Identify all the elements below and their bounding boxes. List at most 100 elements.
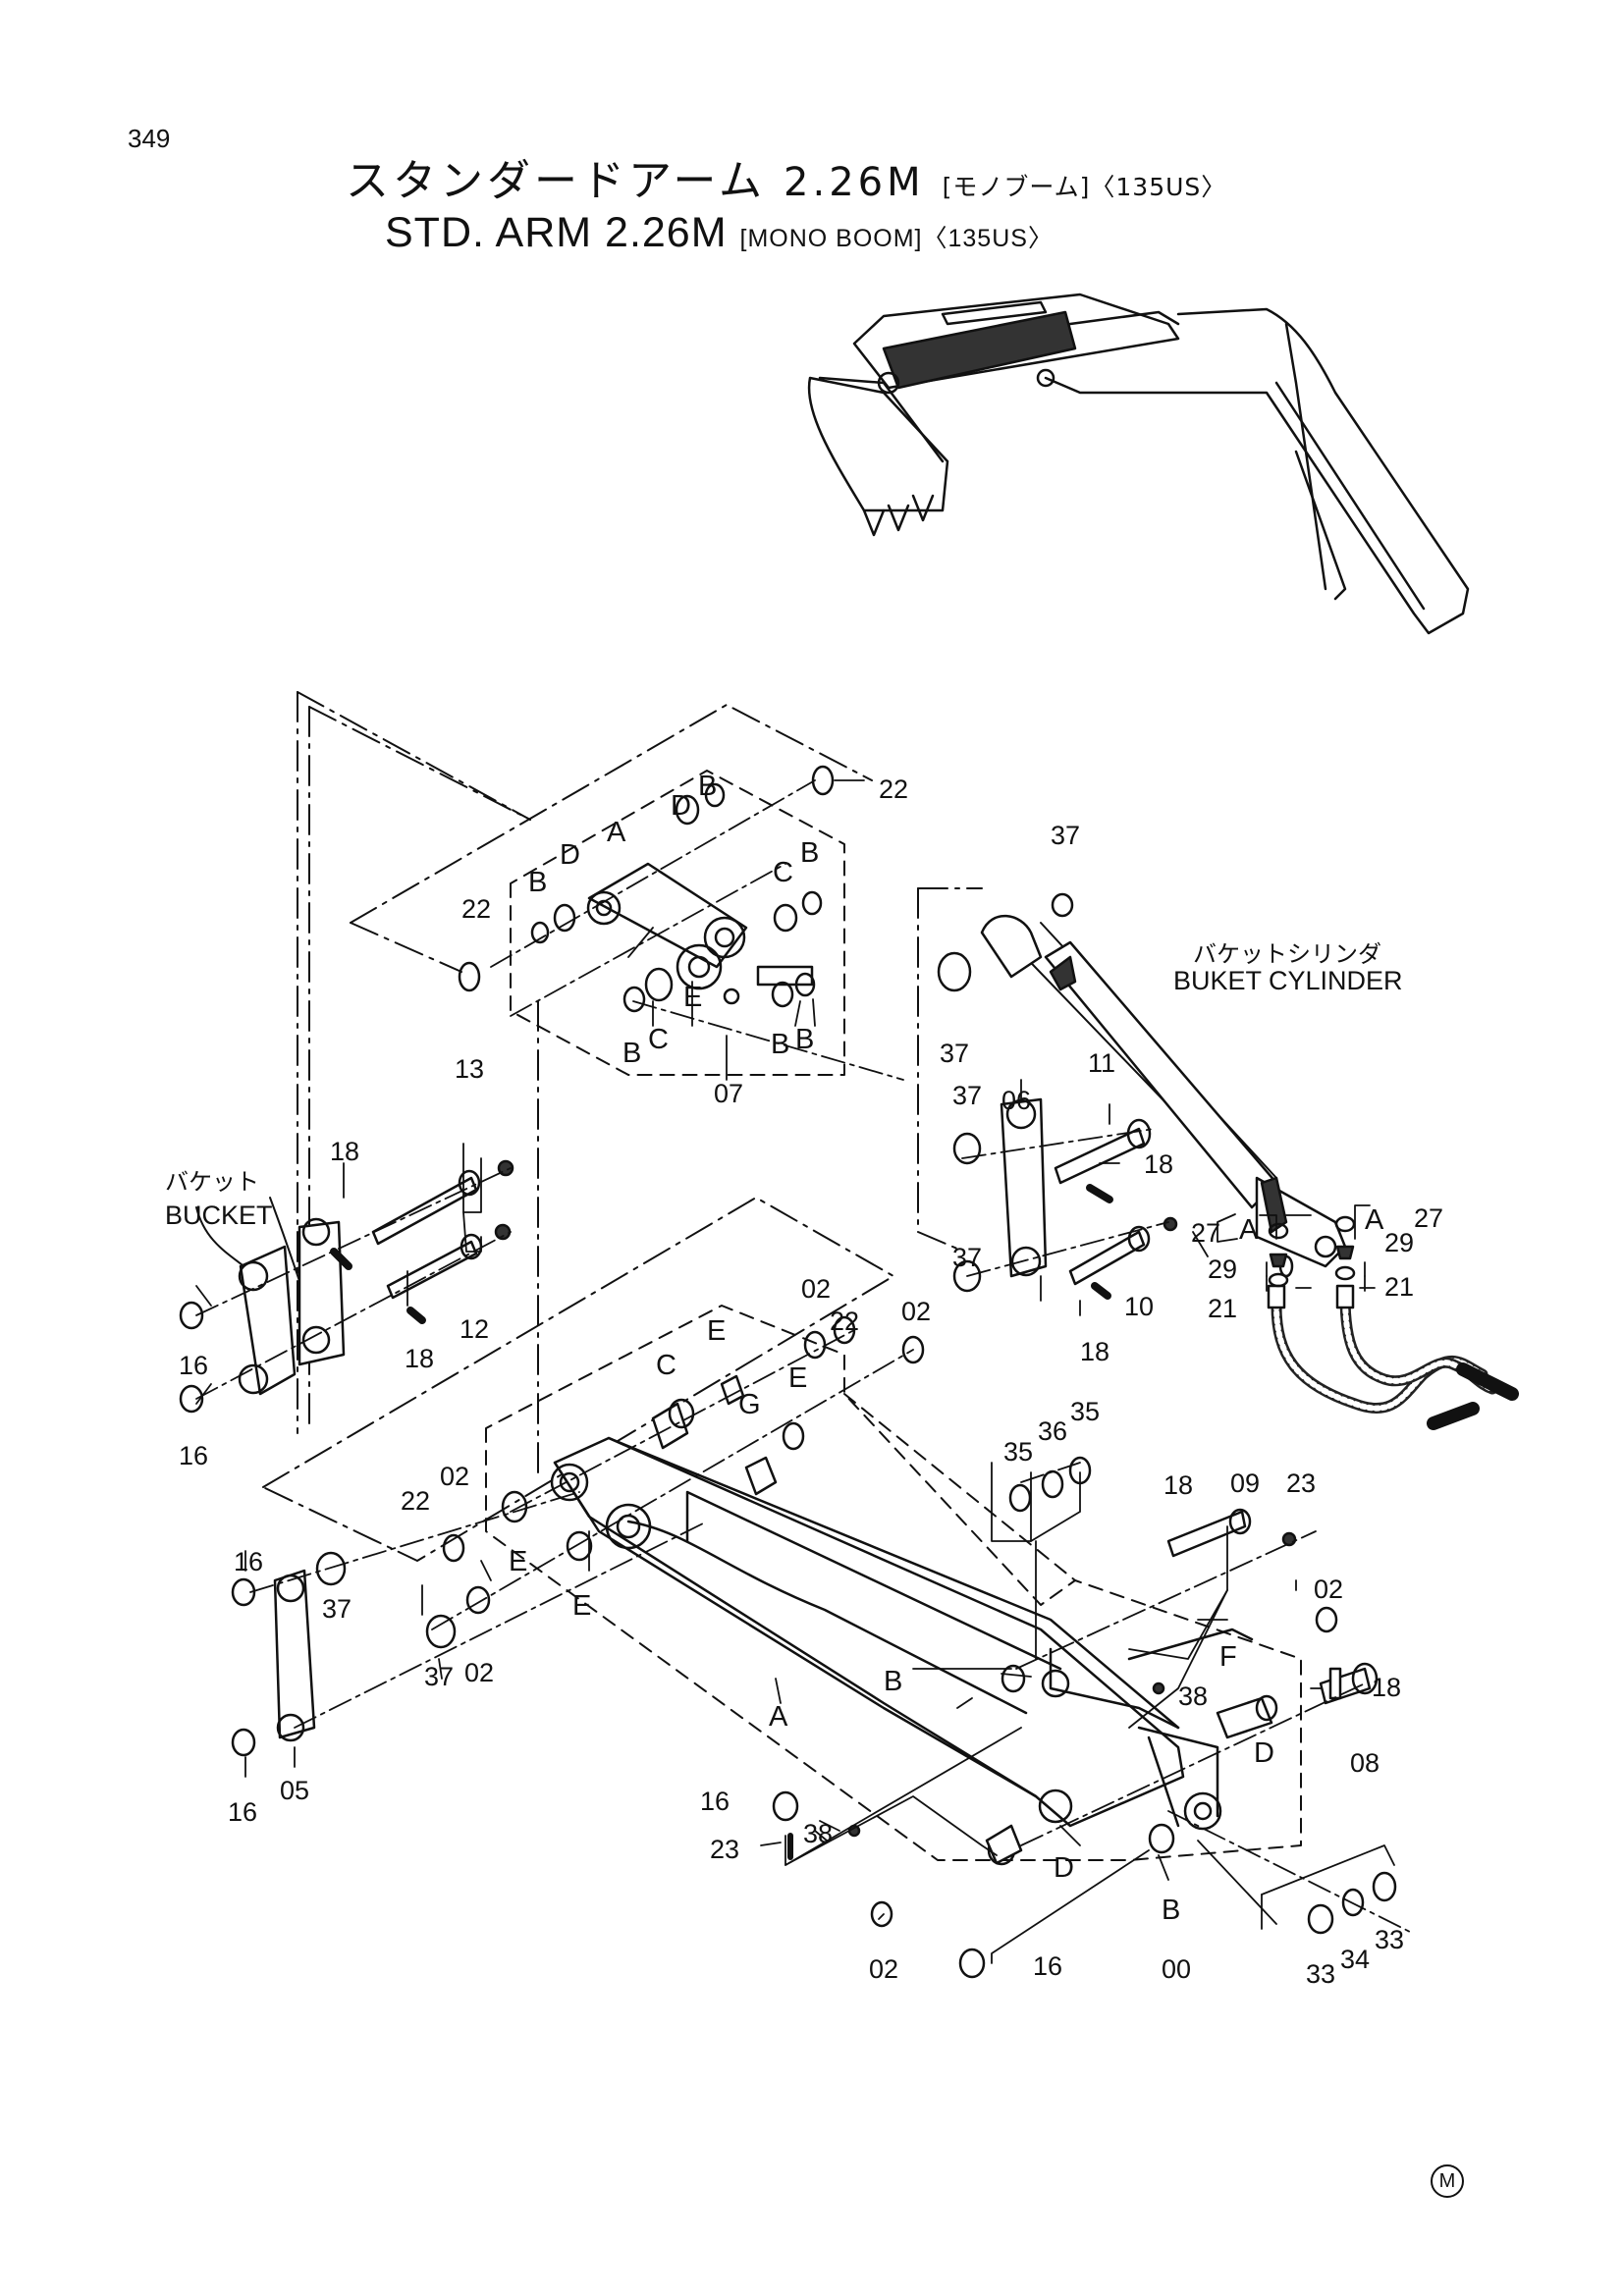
callout-22: 22 — [401, 1486, 430, 1516]
callout-A: A — [769, 1701, 788, 1733]
callout-29: 29 — [1384, 1228, 1414, 1257]
callout-21: 21 — [1384, 1272, 1414, 1302]
callout-18: 18 — [405, 1344, 434, 1373]
callout-18: 18 — [1372, 1673, 1401, 1702]
title-en-size: 2.26M — [605, 209, 728, 256]
callout-16: 16 — [234, 1547, 263, 1576]
callout-13: 13 — [455, 1054, 484, 1084]
callout-11: 11 — [1088, 1048, 1115, 1078]
arm-body — [550, 1436, 1254, 1831]
callout-10: 10 — [1124, 1292, 1154, 1321]
bucket-label-en: BUCKET — [165, 1201, 273, 1230]
callout-37: 37 — [952, 1243, 982, 1272]
callout-05: 05 — [280, 1776, 309, 1805]
reference-lines — [262, 691, 983, 1562]
callout-F: F — [1219, 1641, 1237, 1673]
manufacturer-mark: M — [1431, 2164, 1464, 2198]
callout-numbers: 22 D B A D B 22 C B E B C B B 07 37 37 1… — [179, 771, 1443, 1989]
callout-B: B — [698, 771, 717, 802]
callout-A: A — [1239, 1214, 1259, 1246]
callout-18: 18 — [1163, 1470, 1193, 1500]
callout-E: E — [788, 1362, 807, 1394]
callout-37: 37 — [424, 1662, 454, 1691]
callout-B: B — [795, 1024, 814, 1055]
callout-02: 02 — [869, 1954, 898, 1984]
title-jp-main: スタンダードアーム — [346, 156, 767, 206]
callout-A: A — [1365, 1204, 1384, 1236]
callout-37: 37 — [952, 1081, 982, 1110]
callout-18: 18 — [330, 1137, 359, 1166]
callout-A: A — [607, 817, 626, 848]
cylinder-label-en: BUKET CYLINDER — [1173, 966, 1403, 995]
callout-18: 18 — [1080, 1337, 1109, 1366]
callout-B: B — [884, 1666, 902, 1697]
callout-22: 22 — [879, 774, 908, 804]
cylinder-label: バケットシリンダ BUKET CYLINDER — [1173, 940, 1403, 995]
callout-12: 12 — [460, 1314, 489, 1344]
callout-07: 07 — [714, 1079, 743, 1108]
callout-16: 16 — [179, 1351, 208, 1380]
callout-33: 33 — [1375, 1925, 1404, 1954]
callout-02: 02 — [440, 1462, 469, 1491]
callout-E: E — [707, 1315, 726, 1347]
excavator-overview-illustration — [807, 293, 1470, 635]
page-number: 349 — [128, 124, 171, 153]
callout-B: B — [622, 1038, 641, 1069]
link-assembly — [458, 765, 835, 1013]
callout-D: D — [1054, 1852, 1074, 1884]
callout-02: 02 — [464, 1658, 494, 1687]
callout-02: 02 — [801, 1274, 831, 1304]
title-en-main: STD. ARM — [385, 209, 593, 256]
callout-B: B — [1162, 1895, 1180, 1926]
callout-D: D — [560, 839, 580, 871]
title-jp-boom: [モノブーム] — [942, 173, 1091, 201]
callout-37: 37 — [322, 1594, 352, 1624]
callout-D: D — [1254, 1737, 1274, 1769]
title-english: STD. ARM 2.26M [MONO BOOM]〈135US〉 — [385, 209, 1054, 257]
callout-27: 27 — [1414, 1203, 1443, 1233]
title-en-model: 〈135US〉 — [922, 225, 1054, 252]
callout-E: E — [572, 1590, 591, 1622]
callout-16: 16 — [179, 1441, 208, 1470]
callout-27: 27 — [1191, 1218, 1220, 1248]
callout-37: 37 — [940, 1039, 969, 1068]
callout-E: E — [509, 1546, 527, 1577]
callout-36: 36 — [1038, 1416, 1067, 1446]
callout-C: C — [648, 1024, 669, 1055]
callout-D: D — [671, 790, 691, 822]
callout-22: 22 — [830, 1307, 859, 1336]
callout-21: 21 — [1208, 1294, 1237, 1323]
bucket-cylinder — [937, 892, 1347, 1278]
callout-23: 23 — [710, 1835, 739, 1864]
callout-C: C — [656, 1350, 676, 1381]
bucket-label: バケット BUCKET — [165, 1168, 273, 1230]
title-en-boom: [MONO BOOM] — [739, 225, 923, 252]
callout-C: C — [773, 857, 793, 888]
cylinder-label-jp: バケットシリンダ — [1193, 940, 1381, 968]
callout-E: E — [683, 982, 702, 1013]
bucket-label-jp: バケット — [165, 1168, 259, 1196]
callout-B: B — [800, 837, 819, 869]
callout-35: 35 — [1070, 1397, 1100, 1426]
callout-22: 22 — [461, 894, 491, 924]
title-japanese: スタンダードアーム 2.26M [モノブーム]〈135US〉 — [346, 145, 1226, 208]
pins-and-bushings — [231, 1097, 1397, 1979]
callout-G: G — [738, 1389, 761, 1420]
callout-38: 38 — [803, 1819, 833, 1848]
callout-34: 34 — [1340, 1945, 1370, 1974]
callout-16: 16 — [228, 1797, 257, 1827]
callout-18: 18 — [1144, 1149, 1173, 1179]
callout-16: 16 — [1033, 1951, 1062, 1981]
leader-lines — [195, 779, 1395, 1964]
callout-08: 08 — [1350, 1748, 1380, 1778]
callout-16: 16 — [700, 1787, 730, 1816]
callout-B: B — [528, 867, 547, 898]
callout-06: 06 — [1001, 1086, 1031, 1115]
title-jp-model: 〈135US〉 — [1090, 173, 1227, 201]
hydraulic-hoses — [1267, 1215, 1519, 1430]
callout-B: B — [771, 1029, 789, 1060]
callout-02: 02 — [901, 1297, 931, 1326]
callout-35: 35 — [1003, 1437, 1033, 1467]
callout-29: 29 — [1208, 1255, 1237, 1284]
